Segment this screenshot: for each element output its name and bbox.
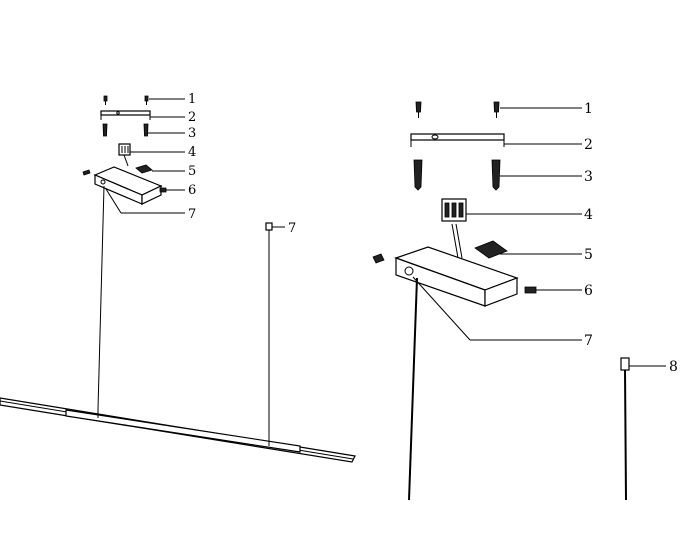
right-screw-b: [493, 101, 500, 118]
right-label-2: 2: [584, 137, 593, 153]
left-wall-anchor-a: [102, 123, 108, 137]
left-mounting-bracket: [100, 110, 151, 120]
right-label-8: 8: [669, 359, 678, 375]
left-label-4: 4: [188, 145, 196, 160]
right-label-5: 5: [584, 247, 593, 263]
right-label-1: 1: [584, 101, 593, 117]
right-cable-gripper: [620, 357, 630, 501]
left-side-screw-b: [159, 187, 167, 193]
right-label-4: 4: [584, 207, 593, 223]
left-cable-main: [97, 185, 105, 410]
left-label-1: 1: [188, 92, 196, 107]
left-label-3: 3: [188, 126, 196, 141]
left-label-7b: 7: [288, 221, 296, 236]
right-terminal-block: [441, 198, 467, 222]
right-screw-a: [415, 101, 422, 118]
left-driver-box: [93, 164, 163, 205]
right-detail: [372, 101, 666, 501]
left-wall-anchor-b: [143, 123, 149, 137]
right-label-3: 3: [584, 169, 593, 185]
right-side-screw-b: [524, 286, 537, 294]
right-mounting-bracket: [410, 133, 505, 147]
right-wall-anchor-b: [491, 159, 501, 191]
right-label-7: 7: [584, 333, 593, 349]
left-label-2: 2: [188, 110, 196, 125]
light-bar: [0, 397, 356, 463]
right-labels: 1 2 3 4 5 6 7 8: [584, 101, 678, 375]
left-label-5: 5: [188, 164, 196, 179]
right-side-screw-a: [372, 253, 385, 264]
left-terminal-block: [118, 143, 131, 167]
right-cable-main: [408, 277, 418, 501]
left-screw-top-b: [144, 95, 149, 105]
left-overview: [0, 95, 356, 463]
left-labels: 1 2 3 4 5 6 7 7: [188, 92, 296, 236]
left-label-6: 6: [188, 183, 196, 198]
left-label-7: 7: [188, 207, 196, 222]
right-wall-anchor-a: [413, 159, 423, 191]
left-screw-top-a: [103, 95, 108, 105]
left-cable-gripper: [265, 222, 273, 231]
right-driver-box: [394, 240, 519, 307]
right-label-6: 6: [584, 283, 593, 299]
left-side-screw-a: [82, 169, 91, 176]
